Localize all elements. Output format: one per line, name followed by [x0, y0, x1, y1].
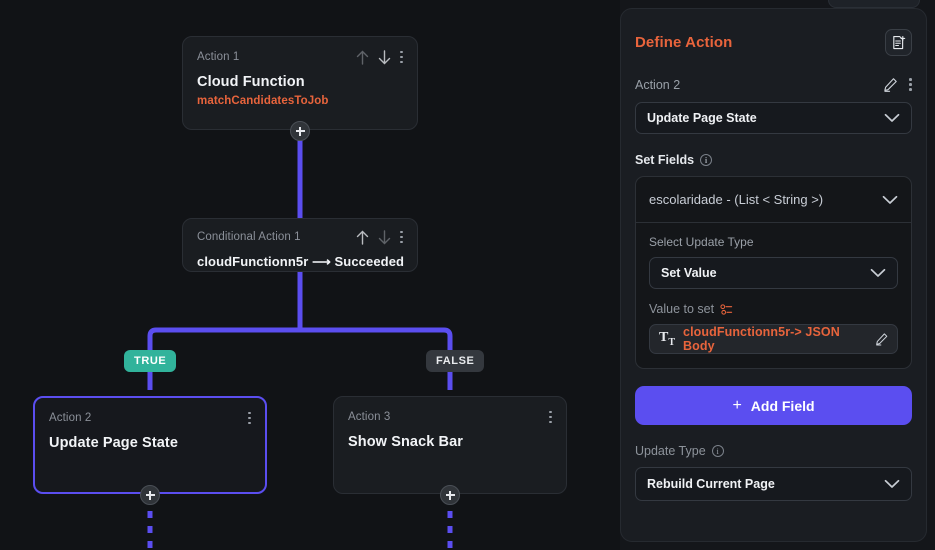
arrow-down-icon[interactable]	[378, 229, 391, 245]
add-node-button-after-action-1[interactable]	[290, 121, 310, 141]
node-header: Action 3	[348, 409, 552, 425]
update-type-value-select[interactable]: Set Value	[649, 257, 898, 289]
more-vertical-icon[interactable]	[400, 50, 403, 64]
plus-icon: +	[732, 396, 742, 414]
field-name-value: escolaridade - (List < String >)	[649, 192, 824, 207]
more-vertical-icon[interactable]	[549, 410, 552, 424]
arrow-down-icon[interactable]	[378, 49, 391, 65]
add-node-button-after-action-3[interactable]	[440, 485, 460, 505]
action-type-select[interactable]: Update Page State	[635, 102, 912, 134]
node-title: Update Page State	[49, 435, 179, 451]
set-fields-label-row: Set Fields i	[635, 153, 912, 167]
flow-canvas[interactable]: Action 1 Cloud Function matchCandidatesT…	[0, 0, 620, 550]
panel-header: Define Action	[635, 29, 912, 56]
value-to-set-label: Value to set	[649, 302, 715, 316]
action-label: Action 2	[635, 77, 681, 92]
update-type-value: Set Value	[661, 266, 717, 280]
node-meta: matchCandidatesToJob	[197, 95, 329, 107]
flow-node-action-2[interactable]: Action 2 Update Page State	[33, 396, 267, 494]
branch-badge-false: FALSE	[426, 350, 485, 372]
define-action-panel: Define Action Action 2	[620, 8, 927, 542]
more-vertical-icon[interactable]	[248, 411, 251, 425]
node-subtitle: Action 1	[197, 51, 240, 63]
info-icon[interactable]: i	[711, 445, 724, 457]
node-subtitle: Action 3	[348, 411, 391, 423]
set-fields-card: escolaridade - (List < String >) Select …	[635, 176, 912, 369]
more-vertical-icon[interactable]	[909, 78, 912, 91]
add-field-button[interactable]: + Add Field	[635, 386, 912, 425]
value-chip-wrap: TT cloudFunctionn5r-> JSON Body	[649, 324, 898, 354]
set-fields-body: Select Update Type Set Value Value to se…	[636, 223, 911, 368]
variable-icon[interactable]	[720, 303, 733, 316]
node-subtitle: Action 2	[49, 412, 92, 424]
connector-wires	[147, 130, 453, 550]
flow-node-conditional-1[interactable]: Conditional Action 1 cloudFunctionn5r ⟶ …	[182, 218, 418, 272]
arrow-up-icon[interactable]	[356, 230, 369, 245]
node-header: Action 2	[49, 410, 251, 426]
arrow-up-icon[interactable]	[356, 50, 369, 65]
panel-title: Define Action	[635, 34, 733, 51]
value-to-set-label-row: Value to set	[649, 302, 898, 316]
info-icon[interactable]: i	[700, 154, 713, 166]
branch-badge-true: TRUE	[124, 350, 177, 372]
document-add-icon[interactable]	[885, 29, 912, 56]
update-type-label: Update Type	[635, 444, 706, 458]
node-header: Action 1	[197, 49, 403, 65]
node-actions[interactable]	[356, 229, 403, 245]
node-header: Conditional Action 1	[197, 229, 403, 245]
pencil-icon[interactable]	[883, 77, 898, 92]
panel-peek-tab	[828, 0, 920, 8]
chevron-down-icon	[870, 268, 886, 277]
node-title: Cloud Function	[197, 74, 305, 90]
value-chip-text: cloudFunctionn5r-> JSON Body	[683, 325, 840, 353]
value-to-set-chip[interactable]: TT cloudFunctionn5r-> JSON Body	[649, 324, 898, 354]
node-subtitle: Conditional Action 1	[197, 231, 301, 243]
field-name-select[interactable]: escolaridade - (List < String >)	[636, 177, 911, 223]
node-title: Show Snack Bar	[348, 434, 464, 450]
update-type-label-row: Update Type i	[635, 444, 912, 458]
update-type-select[interactable]: Rebuild Current Page	[635, 467, 912, 501]
select-update-type-label: Select Update Type	[649, 235, 754, 249]
action-row-icons[interactable]	[883, 77, 912, 92]
pencil-icon[interactable]	[875, 332, 888, 346]
text-format-icon: TT	[659, 329, 676, 348]
flow-node-action-1[interactable]: Action 1 Cloud Function matchCandidatesT…	[182, 36, 418, 130]
more-vertical-icon[interactable]	[400, 230, 403, 244]
action-type-value: Update Page State	[647, 111, 757, 125]
chevron-down-icon	[884, 113, 900, 122]
update-type-selected-value: Rebuild Current Page	[647, 477, 775, 491]
node-title: cloudFunctionn5r ⟶ Succeeded	[197, 254, 405, 269]
add-field-label: Add Field	[750, 397, 815, 414]
chevron-down-icon	[882, 195, 898, 204]
flow-node-action-3[interactable]: Action 3 Show Snack Bar	[333, 396, 567, 494]
action-row: Action 2	[635, 77, 912, 92]
add-node-button-after-action-2[interactable]	[140, 485, 160, 505]
chevron-down-icon	[884, 479, 900, 488]
node-actions[interactable]	[356, 49, 403, 65]
set-fields-label: Set Fields	[635, 153, 695, 167]
